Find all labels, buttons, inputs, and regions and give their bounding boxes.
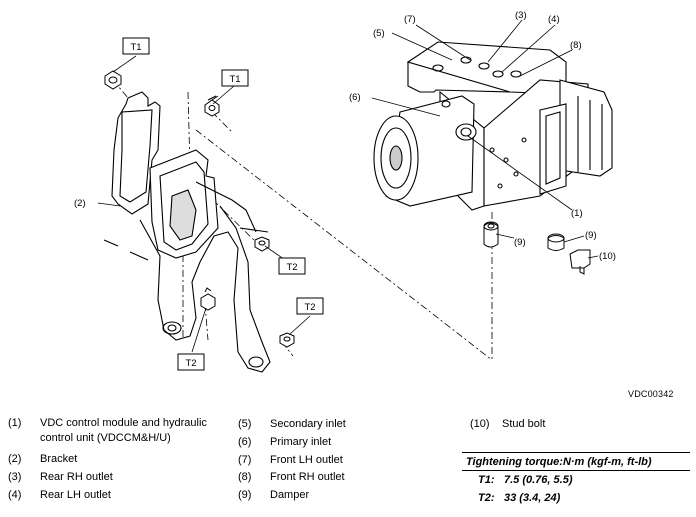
legend-item: (6) Primary inlet: [238, 434, 438, 452]
part-label-9-right: (9): [585, 230, 597, 241]
damper-parts: [483, 221, 591, 275]
torque-key: T1:: [478, 474, 495, 486]
legend-item: (8) Front RH outlet: [238, 469, 438, 487]
part-label-9-left: (9): [514, 237, 526, 248]
torque-callout-t2-bottom: T2: [185, 358, 196, 369]
legend-num: (3): [8, 470, 22, 483]
legend-num: (10): [470, 418, 490, 430]
legend-num: (6): [238, 435, 252, 448]
legend-text: Front RH outlet: [270, 471, 345, 484]
legend-text: Bracket: [40, 453, 78, 465]
torque-callout-t1-nut: T1: [229, 74, 240, 85]
legend-item: (5) Secondary inlet: [238, 416, 438, 434]
part-label-5: (5): [373, 28, 385, 39]
legend-item: (9) Damper: [238, 487, 438, 505]
torque-callout-boxes: [122, 37, 324, 371]
legend-text: VDC control module and hydraulic control…: [40, 417, 207, 444]
part-label-8: (8): [570, 40, 582, 51]
legend-item: (3) Rear RH outlet: [8, 469, 238, 487]
legend-text: Primary inlet: [270, 435, 332, 448]
part-label-1: (1): [571, 208, 583, 219]
legend-text: Damper: [270, 489, 310, 502]
torque-value: 33 (3.4, 24): [504, 492, 561, 504]
legend-text: Front LH outlet: [270, 453, 343, 466]
torque-callout-t2-mid: T2: [286, 262, 297, 273]
hydraulic-unit-drawing: [373, 41, 613, 211]
part-label-2: (2): [74, 198, 86, 209]
part-label-6: (6): [349, 92, 361, 103]
legend-item: (2) Bracket: [8, 451, 238, 469]
part-label-7: (7): [404, 14, 416, 25]
figure-id: VDC00342: [628, 389, 674, 399]
torque-row-t2: T2: 33 (3.4, 24): [462, 489, 690, 507]
legend-num: (8): [238, 471, 252, 484]
legend-item: (10) Stud bolt: [470, 416, 685, 434]
part-label-10: (10): [599, 251, 616, 262]
legend-column-1: (1) VDC control module and hydraulic con…: [8, 416, 238, 504]
legend-num: (4): [8, 488, 22, 501]
legend-text: Rear LH outlet: [40, 488, 111, 501]
torque-key: T2:: [478, 492, 495, 504]
legend-column-2: (5) Secondary inlet (6) Primary inlet (7…: [238, 416, 438, 505]
legend-num: (9): [238, 489, 252, 502]
part-label-3: (3): [515, 10, 527, 21]
legend-num: (1): [8, 417, 22, 429]
torque-heading: Tightening torque:N·m (kgf-m, ft-lb): [462, 452, 690, 471]
torque-value: 7.5 (0.76, 5.5): [504, 474, 573, 486]
exploded-view-diagram: T1 T1 T2 T2 T2 (2) (7) (5) (3) (4) (8) (…: [74, 10, 616, 373]
legend-text: Secondary inlet: [270, 418, 346, 430]
legend-item: (4) Rear LH outlet: [8, 487, 238, 505]
leader-lines: [97, 19, 599, 353]
torque-callout-t2-right: T2: [304, 302, 315, 313]
bracket-drawing: [103, 91, 271, 373]
legend-text: Rear RH outlet: [40, 470, 113, 483]
part-label-4: (4): [548, 14, 560, 25]
torque-table: Tightening torque:N·m (kgf-m, ft-lb) T1:…: [462, 452, 690, 507]
legend-text: Stud bolt: [502, 418, 546, 430]
legend-num: (2): [8, 453, 22, 465]
torque-callout-t1-top: T1: [130, 42, 141, 53]
torque-row-t1: T1: 7.5 (0.76, 5.5): [462, 471, 690, 489]
legend-num: (7): [238, 453, 252, 466]
legend-column-3: (10) Stud bolt: [470, 416, 685, 434]
fasteners: [104, 70, 295, 348]
legend-num: (5): [238, 418, 252, 430]
legend-item: (1) VDC control module and hydraulic con…: [8, 416, 238, 446]
legend-item: (7) Front LH outlet: [238, 452, 438, 470]
